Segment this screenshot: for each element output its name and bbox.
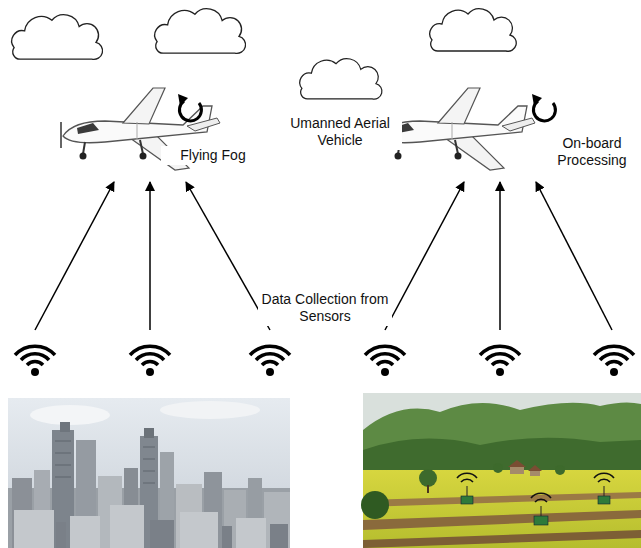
wifi-icon [250, 346, 290, 376]
cloud [430, 9, 516, 52]
cloud [12, 15, 103, 60]
field-photo [361, 393, 641, 548]
processing-label: On-board Processing [546, 134, 638, 170]
arrows [35, 182, 612, 330]
wifi-icon [130, 346, 170, 376]
rotation-icon [532, 94, 555, 121]
cloud [300, 59, 382, 99]
wifi-icon [15, 346, 55, 376]
rotation-icon [178, 94, 201, 121]
wifi-icon [480, 346, 520, 376]
data-collection-label: Data Collection from Sensors [258, 290, 392, 326]
cloud [155, 9, 246, 54]
city-photo [8, 398, 290, 548]
wifi-icon [594, 346, 634, 376]
uav-label: Umanned Aerial Vehicle [278, 114, 402, 150]
uav-label: Flying Fog [161, 146, 265, 165]
wifi-icon [365, 346, 405, 376]
